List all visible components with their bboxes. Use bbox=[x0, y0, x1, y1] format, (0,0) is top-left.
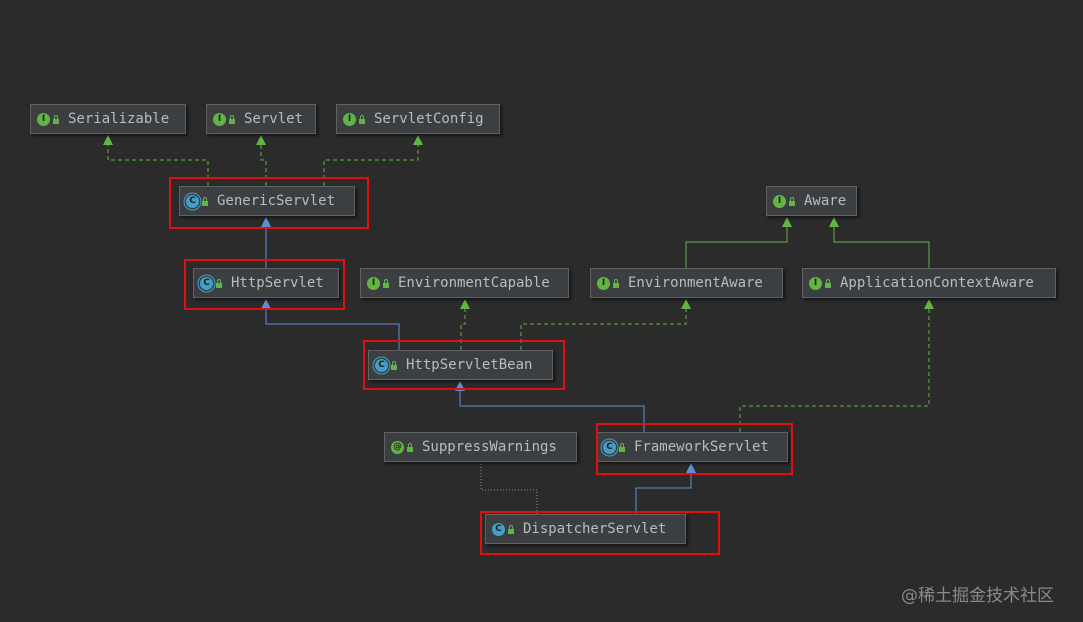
arrowhead-environmentcapable bbox=[460, 299, 470, 309]
node-servletconfig[interactable]: I ServletConfig bbox=[336, 104, 500, 134]
node-frameworkservlet[interactable]: C FrameworkServlet bbox=[596, 432, 788, 462]
node-label: FrameworkServlet bbox=[634, 439, 769, 455]
node-label: GenericServlet bbox=[217, 193, 336, 209]
abstract-class-icon: C bbox=[603, 440, 616, 454]
node-dispatcherservlet[interactable]: C DispatcherServlet bbox=[485, 514, 686, 544]
edge-frameworkservlet-httpservletbean bbox=[459, 388, 645, 432]
abstract-class-icon: C bbox=[186, 194, 199, 208]
highlight-httpservlet bbox=[184, 259, 345, 310]
arrowhead-httpservlet bbox=[261, 299, 271, 309]
edge-genericservlet-serializable bbox=[107, 142, 209, 186]
edge-dispatcherservlet-suppresswarnings bbox=[480, 464, 538, 514]
node-label: Aware bbox=[804, 193, 847, 209]
edge-httpservletbean-environmentaware bbox=[520, 306, 687, 350]
highlight-frameworkservlet bbox=[596, 423, 793, 475]
arrowhead-aware-left bbox=[782, 217, 792, 227]
lock-icon bbox=[383, 278, 389, 288]
node-suppresswarnings[interactable]: @ SuppressWarnings bbox=[384, 432, 577, 462]
node-environmentaware[interactable]: I EnvironmentAware bbox=[590, 268, 783, 298]
interface-icon: I bbox=[343, 112, 356, 126]
node-label: EnvironmentAware bbox=[628, 275, 763, 291]
arrowhead-aware-right bbox=[829, 217, 839, 227]
arrowhead-servlet bbox=[256, 135, 266, 145]
lock-icon bbox=[53, 114, 59, 124]
node-httpservlet[interactable]: C HttpServlet bbox=[193, 268, 339, 298]
node-label: EnvironmentCapable bbox=[398, 275, 550, 291]
lock-icon bbox=[825, 278, 831, 288]
node-label: Servlet bbox=[244, 111, 304, 127]
node-serializable[interactable]: I Serializable bbox=[30, 104, 186, 134]
edge-httpservletbean-environmentcapable bbox=[460, 306, 466, 350]
node-label: HttpServlet bbox=[231, 275, 324, 291]
arrowhead-frameworkservlet bbox=[686, 463, 696, 473]
arrowhead-servletconfig bbox=[413, 135, 423, 145]
node-environmentcapable[interactable]: I EnvironmentCapable bbox=[360, 268, 569, 298]
lock-icon bbox=[391, 360, 397, 370]
node-label: ServletConfig bbox=[374, 111, 484, 127]
interface-icon: I bbox=[773, 194, 786, 208]
node-servlet[interactable]: I Servlet bbox=[206, 104, 316, 134]
node-label: SuppressWarnings bbox=[422, 439, 557, 455]
edge-applicationcontextaware-aware bbox=[833, 224, 930, 268]
highlight-httpservletbean bbox=[363, 340, 565, 390]
abstract-class-icon: C bbox=[375, 358, 388, 372]
edge-dispatcherservlet-frameworkservlet bbox=[635, 470, 692, 514]
node-label: Serializable bbox=[68, 111, 170, 127]
lock-icon bbox=[789, 196, 795, 206]
lock-icon bbox=[229, 114, 235, 124]
node-label: DispatcherServlet bbox=[523, 521, 667, 537]
arrowhead-serializable bbox=[103, 135, 113, 145]
edge-httpservletbean-httpservlet bbox=[265, 306, 400, 350]
edge-genericservlet-servletconfig bbox=[323, 142, 419, 186]
edge-genericservlet-servlet bbox=[260, 142, 267, 186]
lock-icon bbox=[216, 278, 222, 288]
abstract-class-icon: C bbox=[200, 276, 213, 290]
node-genericservlet[interactable]: C GenericServlet bbox=[179, 186, 355, 216]
edge-environmentaware-aware bbox=[685, 224, 788, 268]
lock-icon bbox=[508, 524, 514, 534]
lock-icon bbox=[407, 442, 413, 452]
interface-icon: I bbox=[37, 112, 50, 126]
watermark: @稀土掘金技术社区 bbox=[901, 586, 1054, 606]
annotation-icon: @ bbox=[391, 440, 404, 454]
arrowhead-environmentaware bbox=[681, 299, 691, 309]
edge-frameworkservlet-applicationcontextaware bbox=[739, 306, 930, 432]
node-httpservletbean[interactable]: C HttpServletBean bbox=[368, 350, 553, 380]
highlight-genericservlet bbox=[169, 177, 369, 229]
node-applicationcontextaware[interactable]: I ApplicationContextAware bbox=[802, 268, 1056, 298]
class-icon: C bbox=[492, 522, 505, 536]
interface-icon: I bbox=[213, 112, 226, 126]
node-aware[interactable]: I Aware bbox=[766, 186, 857, 216]
interface-icon: I bbox=[367, 276, 380, 290]
lock-icon bbox=[202, 196, 208, 206]
node-label: ApplicationContextAware bbox=[840, 275, 1034, 291]
interface-icon: I bbox=[597, 276, 610, 290]
lock-icon bbox=[619, 442, 625, 452]
lock-icon bbox=[359, 114, 365, 124]
highlight-dispatcherservlet bbox=[480, 511, 720, 555]
arrowhead-genericservlet bbox=[261, 217, 271, 227]
node-label: HttpServletBean bbox=[406, 357, 533, 373]
arrowhead-applicationcontextaware bbox=[924, 299, 934, 309]
interface-icon: I bbox=[809, 276, 822, 290]
lock-icon bbox=[613, 278, 619, 288]
